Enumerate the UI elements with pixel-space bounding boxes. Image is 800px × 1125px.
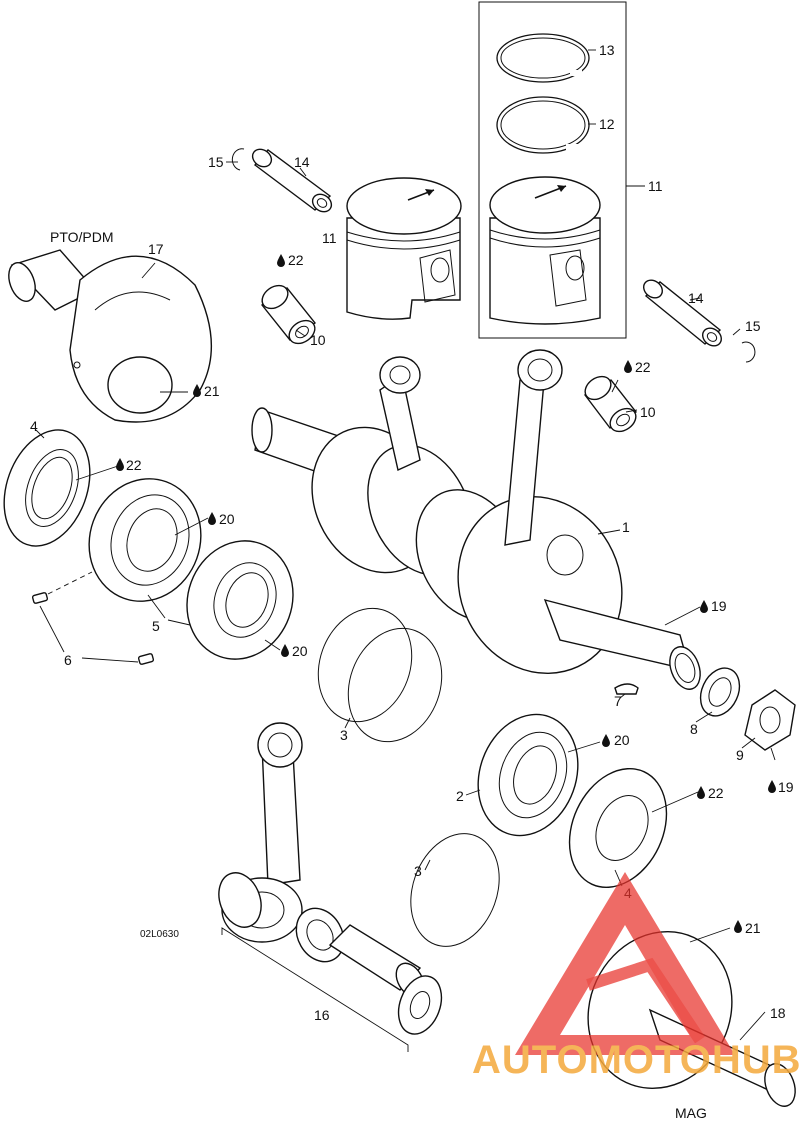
callout-20-upper: 20 [219, 511, 235, 527]
callout-22-lower: 22 [708, 785, 724, 801]
callout-20-lower: 20 [614, 732, 630, 748]
callout-5: 5 [152, 618, 160, 634]
callout-14-left: 14 [294, 154, 310, 170]
piston-kit [489, 176, 601, 325]
piston [346, 177, 462, 320]
callout-22-seal: 22 [126, 457, 142, 473]
watermark-text: AUTOMOTOHUB [472, 1038, 800, 1082]
oil-drop-icon [624, 360, 632, 373]
callout-3-upper: 3 [340, 727, 348, 743]
oil-drop-icon [768, 780, 776, 793]
piston-pin-left [251, 148, 333, 213]
figure-code: 02L0630 [140, 929, 179, 940]
oil-drop-icon [208, 512, 216, 525]
ball-bearing-mag [477, 713, 579, 837]
callout-14-right: 14 [688, 290, 704, 306]
pto-side-label: PTO/PDM [50, 229, 114, 245]
callout-8: 8 [690, 721, 698, 737]
callout-1: 1 [622, 519, 630, 535]
callout-15-right: 15 [745, 318, 761, 334]
retaining-ring-3-upper-b [347, 627, 443, 743]
callout-2: 2 [456, 788, 464, 804]
callout-11-piston: 11 [322, 230, 337, 246]
dowel-pin-lower [137, 653, 155, 665]
connecting-rod-needle-bearing [295, 907, 345, 963]
circlip-left [231, 148, 245, 171]
callout-19-nut: 19 [778, 779, 794, 795]
retaining-ring-3-upper-a [317, 607, 413, 723]
circlip-right [741, 341, 756, 363]
callout-12: 12 [599, 116, 615, 132]
lock-washer [699, 667, 741, 717]
callout-3-lower: 3 [414, 863, 422, 879]
crank-connecting-rod-left [379, 356, 421, 471]
oil-seal-left [3, 429, 91, 547]
needle-bearing-right [583, 375, 638, 433]
crankshaft-assembly [251, 407, 701, 690]
ball-bearing-left-2 [186, 540, 294, 660]
oil-drop-icon [116, 458, 124, 471]
oil-drop-icon [277, 254, 285, 267]
callout-6: 6 [64, 652, 72, 668]
crank-connecting-rod-right [504, 349, 563, 546]
oil-drop-icon [697, 786, 705, 799]
callout-20-mid: 20 [292, 643, 308, 659]
ball-bearing-left [88, 478, 202, 602]
pto-crank-half [8, 249, 213, 423]
callout-10-right: 10 [640, 404, 656, 420]
oil-drop-icon [281, 644, 289, 657]
callout-17: 17 [148, 241, 164, 257]
mag-side-label: MAG [675, 1105, 707, 1121]
thrust-washer [397, 975, 443, 1035]
automotohub-watermark: AUTOMOTOHUB [472, 872, 800, 1082]
crankshaft-nut [744, 689, 796, 751]
callout-15-left: 15 [208, 154, 224, 170]
callout-19-shaft: 19 [711, 598, 727, 614]
oil-drop-icon [734, 920, 742, 933]
callout-16: 16 [314, 1007, 330, 1023]
callout-21-pto: 21 [204, 383, 220, 399]
piston-kit-box [478, 1, 627, 339]
callout-4-left: 4 [30, 418, 38, 434]
needle-bearing-upper [260, 284, 317, 345]
callout-22-upper: 22 [288, 252, 304, 268]
callout-9: 9 [736, 747, 744, 763]
oil-drop-icon [602, 734, 610, 747]
piston-ring-13 [496, 33, 590, 83]
dowel-pin-upper [31, 592, 49, 604]
callout-11-kit: 11 [648, 178, 663, 194]
oil-drop-icon [193, 384, 201, 397]
piston-pin-right [643, 279, 722, 347]
callout-21-mag: 21 [745, 920, 761, 936]
callout-10-upper: 10 [310, 332, 326, 348]
oil-drop-icon [700, 600, 708, 613]
callout-13: 13 [599, 42, 615, 58]
woodruff-key [614, 683, 639, 695]
callout-7: 7 [614, 693, 622, 709]
retaining-ring-3-lower [410, 833, 500, 947]
callout-22-right: 22 [635, 359, 651, 375]
piston-ring-12 [496, 96, 590, 154]
connecting-rod-kit [218, 722, 303, 943]
oil-seal-mag [568, 767, 668, 889]
callout-18: 18 [770, 1005, 786, 1021]
